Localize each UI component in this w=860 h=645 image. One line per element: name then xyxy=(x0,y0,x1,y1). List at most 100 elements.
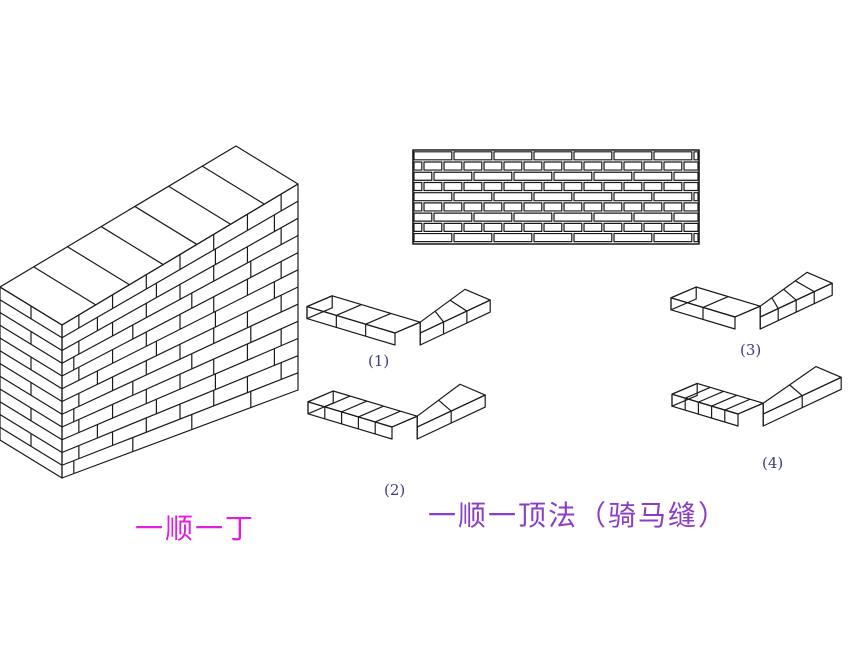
brick-joint xyxy=(711,394,738,407)
elevation-brick xyxy=(603,222,623,232)
elevation-brick xyxy=(683,161,699,171)
elevation-brick xyxy=(413,212,433,222)
course-line xyxy=(61,355,299,454)
miter-joint xyxy=(407,321,421,329)
elevation-brick xyxy=(663,222,683,232)
elevation-brick xyxy=(523,161,543,171)
corner-right-arm-front xyxy=(416,394,486,440)
miter-joint xyxy=(750,402,764,410)
elevation-brick xyxy=(623,202,643,212)
elevation-brick xyxy=(553,212,593,222)
brick-joint xyxy=(724,398,751,411)
top-joint xyxy=(201,165,265,205)
elevation-brick xyxy=(603,202,623,212)
top-joint xyxy=(33,266,97,306)
elevation-brick xyxy=(413,222,423,232)
corner-left-arm-front xyxy=(307,401,393,440)
corner-right-arm-front xyxy=(762,376,842,427)
elevation-brick xyxy=(483,222,503,232)
top-joint xyxy=(67,246,130,286)
elevation-brick xyxy=(413,161,423,171)
course-line xyxy=(61,269,299,390)
elevation-brick xyxy=(453,232,493,243)
elevation-brick xyxy=(583,181,603,192)
elevation-brick xyxy=(433,171,473,181)
brick-joint xyxy=(684,386,711,399)
corner-label-2: (2) xyxy=(384,481,406,499)
elevation-brick xyxy=(613,192,653,202)
elevation-brick xyxy=(643,222,663,232)
brick-joint xyxy=(341,400,368,413)
elevation-brick xyxy=(533,151,573,161)
elevation-brick xyxy=(443,202,463,212)
elevation-brick xyxy=(653,192,693,202)
elevation-brick xyxy=(603,181,623,192)
elevation-brick xyxy=(433,212,473,222)
elevation-brick xyxy=(633,171,673,181)
elevation-brick xyxy=(643,202,663,212)
miter-joint xyxy=(391,421,405,428)
elevation-brick xyxy=(513,212,553,222)
wall-caption: 一顺一丁 xyxy=(135,512,256,545)
elevation-brick xyxy=(473,171,513,181)
elevation-brick xyxy=(503,202,523,212)
elevation-brick xyxy=(563,222,583,232)
elevation-brick xyxy=(413,192,453,202)
elevation-brick xyxy=(693,151,699,161)
elevation-brick xyxy=(613,232,653,243)
corner-left-arm-front xyxy=(671,393,739,427)
elevation-brick xyxy=(463,181,483,192)
corner-right-arm-front xyxy=(759,282,833,330)
elevation-brick xyxy=(583,222,603,232)
elevation-brick xyxy=(463,202,483,212)
elevation-brick xyxy=(523,181,543,192)
elevation-brick xyxy=(533,192,573,202)
brick-joint xyxy=(434,310,445,323)
elevation-brick xyxy=(423,202,443,212)
elevation-brick xyxy=(603,161,623,171)
brick-joint xyxy=(771,297,779,309)
elevation-brick xyxy=(443,181,463,192)
elevation-brick xyxy=(573,232,613,243)
brick-joint xyxy=(438,399,452,412)
elevation-brick xyxy=(523,222,543,232)
elevation-brick xyxy=(673,212,699,222)
elevation-brick xyxy=(503,161,523,171)
top-joint xyxy=(134,205,198,245)
corner-label-1: (1) xyxy=(368,352,390,370)
corner-detail-2 xyxy=(307,383,486,440)
corner-label-3: (3) xyxy=(740,341,762,359)
elevation-brick xyxy=(593,212,633,222)
elevation-brick xyxy=(413,232,453,243)
elevation-brick xyxy=(453,151,493,161)
elevation-brick xyxy=(643,161,663,171)
brick-joint xyxy=(783,288,797,301)
corner-label-4: (4) xyxy=(762,454,784,472)
corner-detail-1 xyxy=(306,288,491,346)
elevation-brick xyxy=(413,181,423,192)
elevation-brick xyxy=(543,181,563,192)
corner-right-arm-front xyxy=(419,299,491,346)
corner-left-arm-top xyxy=(306,295,421,334)
brick-joint xyxy=(702,296,729,308)
brick-joint xyxy=(698,390,724,403)
elevation-brick xyxy=(473,212,513,222)
elevation-brick xyxy=(583,161,603,171)
elevation-brick xyxy=(483,181,503,192)
elevation-brick xyxy=(413,202,423,212)
elevation-brick xyxy=(483,161,503,171)
corner-caption: 一顺一顶法（骑马缝） xyxy=(428,499,729,532)
elevation-brick xyxy=(493,151,533,161)
elevation-brick xyxy=(413,151,453,161)
elevation-brick xyxy=(453,192,493,202)
miter-joint xyxy=(734,311,748,318)
elevation-brick xyxy=(653,232,693,243)
corner-detail-3 xyxy=(670,271,833,330)
elevation-brick xyxy=(693,192,699,202)
elevation-brick xyxy=(593,171,633,181)
elevation-brick xyxy=(443,222,463,232)
elevation-brick xyxy=(483,202,503,212)
miter-joint xyxy=(737,408,751,415)
elevation-brick xyxy=(463,222,483,232)
elevation-brick xyxy=(513,171,553,181)
